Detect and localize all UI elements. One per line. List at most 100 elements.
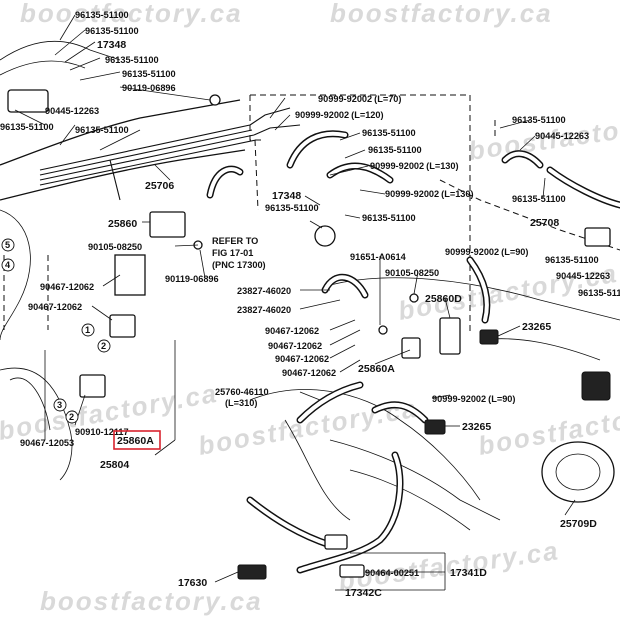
label-96135-51100-l: 96135-51100 [512, 194, 566, 204]
sensor-right [581, 371, 611, 401]
label-23265-lower: 23265 [462, 421, 491, 433]
label-25804: 25804 [100, 459, 129, 471]
label-90467-12062-a: 90467-12062 [40, 282, 94, 292]
label-96135-51100-a: 96135-51100 [75, 10, 129, 20]
clip-17341d [324, 534, 348, 550]
label-17348-left: 17348 [97, 39, 126, 51]
label-90464-00251: 90464-00251 [365, 568, 419, 578]
label-90999-92002-l90a: 90999-92002(L=90) [445, 247, 528, 257]
vsv-lower [79, 374, 106, 398]
label-pnc-17300: (PNC 17300) [212, 260, 266, 270]
callout-4 [1, 238, 15, 252]
callout-1-label: 1 [85, 325, 90, 335]
watermark-bottom-left: boostfactory.ca [40, 586, 263, 616]
labels-left: 96135-51100 96135-51100 17348 96135-5110… [0, 10, 219, 471]
label-25860: 25860 [108, 218, 137, 230]
label-25860d: 25860D [425, 293, 462, 305]
watermark-top-right: boostfactory.ca [330, 0, 553, 28]
label-90467-12062-b: 90467-12062 [28, 302, 82, 312]
label-96135-51100-h: 96135-51100 [368, 145, 422, 155]
sensor-23265 [424, 419, 446, 435]
label-96135-51100-d: 96135-51100 [122, 69, 176, 79]
label-refer-to: REFER TO [212, 236, 258, 246]
label-96135-51100-g: 96135-51100 [362, 128, 416, 138]
label-90467-12062-f: 90467-12062 [282, 368, 336, 378]
callout-5 [1, 258, 15, 272]
label-91651-a0614: 91651-A0614 [350, 252, 407, 262]
watermark-top-left: boostfactory.ca [20, 0, 243, 28]
label-90999-92002-l120: 90999-92002(L=120) [295, 110, 384, 120]
label-17341d: 17341D [450, 567, 487, 579]
label-96135-51100-k: 96135-51100 [512, 115, 566, 125]
label-90105-08250-left: 90105-08250 [88, 242, 142, 252]
leader-lines [14, 14, 576, 591]
label-90467-12062-c: 90467-12062 [265, 326, 319, 336]
bolt-90119 [209, 94, 221, 106]
labels-upper-center: 90999-92002(L=70) 90999-92002(L=120) 961… [212, 94, 474, 270]
label-25708: 25708 [530, 217, 559, 229]
label-90445-12263-left: 90445-12263 [45, 106, 99, 116]
vsv-upper [109, 314, 136, 338]
label-l310: (L=310) [225, 398, 257, 408]
callout-3 [53, 398, 67, 412]
label-96135-51100-i: 96135-51100 [265, 203, 319, 213]
labels-bottom: 25709D 90464-00251 17341D 17630 17342C [178, 518, 597, 599]
label-96135-51100-m: 96135-51100 [545, 255, 599, 265]
bracket-top-left [7, 89, 49, 113]
vacuum-pipe-bundle [39, 107, 301, 201]
label-90999-92002-l70: 90999-92002(L=70) [318, 94, 401, 104]
label-90445-12263-right: 90445-12263 [535, 131, 589, 141]
filter-25709d [541, 441, 615, 503]
bolt-90105-right [409, 293, 419, 303]
callout-4-label: 5 [5, 240, 10, 250]
vsv-25860a-right [401, 337, 421, 359]
vsv-25860 [149, 211, 186, 238]
label-25709d: 25709D [560, 518, 597, 530]
label-25760-46110: 25760-46110 [215, 387, 269, 397]
label-90999-92002-l130b: 90999-92002(L=130) [385, 189, 474, 199]
clip-90464 [339, 564, 365, 578]
label-23827-46020-a: 23827-46020 [237, 286, 291, 296]
bracket-25708 [584, 227, 611, 247]
label-96135-51100-n: 96135-51100 [578, 288, 620, 298]
bolt-91651 [378, 325, 388, 335]
callout-2b [65, 410, 79, 424]
callout-1 [81, 323, 95, 337]
label-96135-51100-j: 96135-51100 [362, 213, 416, 223]
labels-right: 96135-51100 90445-12263 96135-51100 2570… [512, 115, 620, 298]
label-90105-08250-right: 90105-08250 [385, 268, 439, 278]
label-90999-92002-l90b: 90999-92002(L=90) [432, 394, 515, 404]
clamp-17348-right [314, 225, 336, 247]
label-90119-06896-mid: 90119-06896 [165, 274, 219, 284]
label-90999-92002-l130a: 90999-92002(L=130) [370, 161, 459, 171]
callout-3-label: 3 [57, 400, 62, 410]
vsv-25860d [439, 317, 461, 355]
label-96135-51100-e: 96135-51100 [0, 122, 54, 132]
label-23827-46020-b: 23827-46020 [237, 305, 291, 315]
label-90119-06896-top: 90119-06896 [122, 83, 176, 93]
callout-2-label: 2 [101, 341, 106, 351]
label-96135-51100-c: 96135-51100 [105, 55, 159, 65]
sensor-upper-23265 [479, 329, 499, 345]
intake-manifold-outline [0, 40, 246, 481]
label-96135-51100-f: 96135-51100 [75, 125, 129, 135]
callout-2 [97, 339, 111, 353]
callout-2b-label: 2 [69, 412, 74, 422]
label-96135-51100-b: 96135-51100 [85, 26, 139, 36]
label-fig-17-01: FIG 17-01 [212, 248, 253, 258]
connector-17630 [237, 564, 267, 580]
label-90910-12117: 90910-12117 [75, 427, 129, 437]
label-90445-12263-lower: 90445-12263 [556, 271, 610, 281]
labels-middle: 91651-A0614 90105-08250 90999-92002(L=90… [215, 247, 551, 433]
label-25706: 25706 [145, 180, 174, 192]
label-90467-12062-d: 90467-12062 [268, 341, 322, 351]
label-17342c: 17342C [345, 587, 382, 599]
callout-markers: 5 4 1 2 3 2 [1, 238, 111, 424]
label-17630: 17630 [178, 577, 207, 589]
label-25860a-highlighted: 25860A [117, 435, 154, 447]
label-90467-12062-e: 90467-12062 [275, 354, 329, 364]
highlight-box-25860a [113, 430, 161, 450]
